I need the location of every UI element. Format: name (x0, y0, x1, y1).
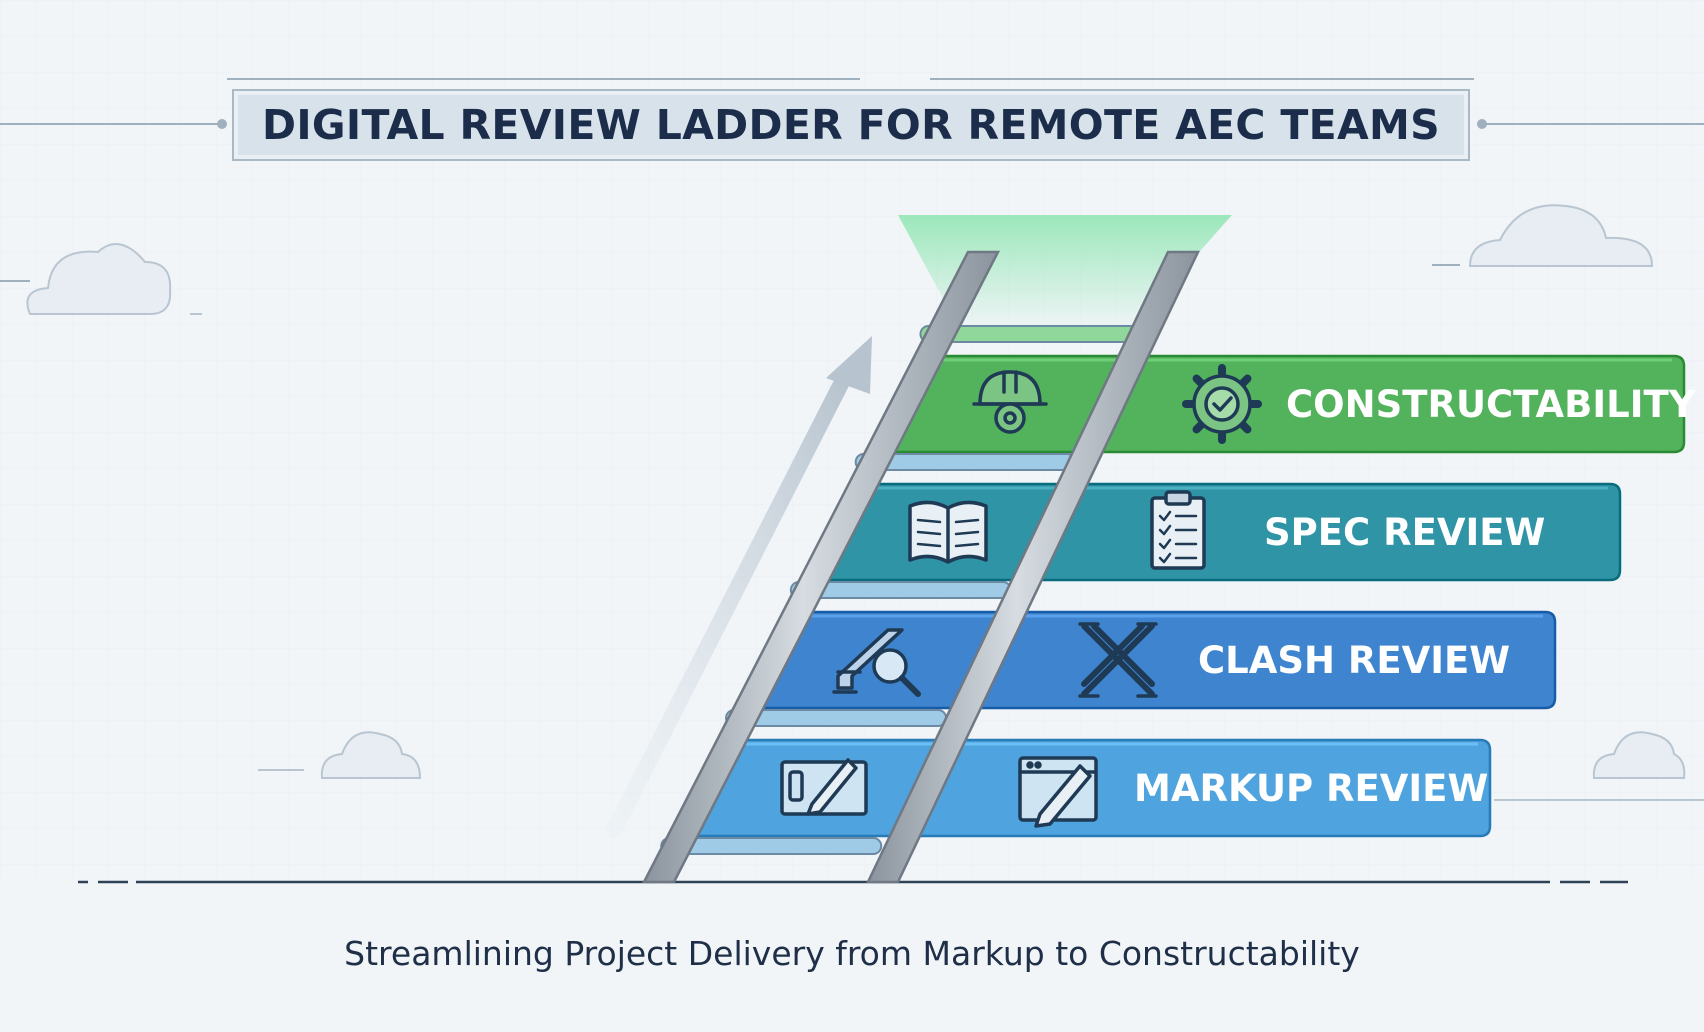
step-label-1: CONSTRUCTABILITY (1286, 383, 1697, 426)
step-bar-2 (811, 482, 1622, 582)
cloud-icon (320, 731, 422, 779)
title-banner: DIGITAL REVIEW LADDER FOR REMOTE AEC TEA… (232, 89, 1470, 161)
step-label-3: CLASH REVIEW (1198, 639, 1510, 682)
checklist-clipboard-icon (1150, 490, 1206, 570)
gear-check-icon (1182, 364, 1262, 444)
open-book-icon (908, 500, 988, 564)
ladder-rail (866, 250, 1200, 884)
step-bar-3 (747, 610, 1557, 710)
cloud-icon (1592, 731, 1686, 779)
window-pen-icon (1018, 756, 1098, 828)
step-bar-1 (876, 354, 1686, 454)
page-title: DIGITAL REVIEW LADDER FOR REMOTE AEC TEA… (262, 101, 1440, 149)
title-connector-lines (0, 78, 1704, 282)
cloud-icon (1468, 204, 1654, 267)
step-label-2: SPEC REVIEW (1264, 511, 1545, 554)
beam-magnifier-icon (832, 628, 921, 697)
page-subtitle: Streamlining Project Delivery from Marku… (344, 934, 1360, 973)
crossing-beams-icon (1078, 622, 1158, 698)
cloud-icon (26, 243, 172, 315)
step-label-4: MARKUP REVIEW (1134, 767, 1488, 810)
progress-arrow-icon (606, 336, 872, 838)
tablet-pen-icon (780, 758, 868, 816)
hard-hat-gear-icon (972, 370, 1048, 434)
ladder-rail (641, 250, 1001, 884)
